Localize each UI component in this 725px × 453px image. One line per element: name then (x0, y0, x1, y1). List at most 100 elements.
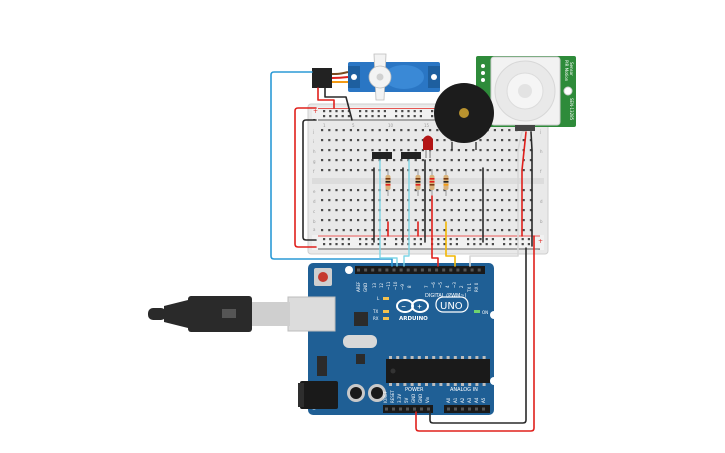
breadboard-hole (335, 189, 338, 192)
breadboard-hole (321, 159, 324, 162)
breadboard-hole (393, 189, 396, 192)
dc-power-jack[interactable] (300, 381, 338, 409)
push-button[interactable] (401, 152, 421, 159)
header-pin (378, 268, 382, 272)
breadboard-hole (508, 169, 511, 172)
analog-header[interactable] (444, 405, 490, 413)
chip-leg (410, 383, 414, 386)
header-pin (392, 407, 395, 411)
usb-b-port[interactable] (287, 296, 336, 332)
digital-header[interactable] (355, 266, 485, 274)
breadboard-hole (450, 219, 453, 222)
breadboard-hole (371, 129, 374, 132)
breadboard-hole (501, 129, 504, 132)
usb-cable[interactable] (148, 296, 336, 332)
red-led[interactable] (423, 135, 433, 159)
wire-servo-signal[interactable] (270, 71, 393, 267)
breadboard-hole (443, 229, 446, 232)
breadboard-hole (400, 159, 403, 162)
breadboard-hole (414, 219, 417, 222)
breadboard-hole (378, 129, 381, 132)
wire-pir-power[interactable] (521, 131, 527, 237)
arduino-uno-board[interactable]: AREF GND 13 12 ~11 ~10 ~9 8 7 ~6 ~5 4 ~3… (298, 263, 498, 415)
breadboard-hole (393, 169, 396, 172)
pin-label: 2 (459, 285, 464, 288)
breadboard-hole (429, 209, 432, 212)
chip-leg (453, 356, 457, 359)
dc-jack-front (298, 383, 304, 407)
breadboard-hole (493, 149, 496, 152)
breadboard-hole (385, 219, 388, 222)
breadboard-hole (508, 129, 511, 132)
rail-hole (473, 243, 476, 246)
wire-buzzer-signal[interactable] (445, 221, 456, 267)
wire-rail-ground-left[interactable] (302, 119, 317, 241)
breadboard-hole (393, 219, 396, 222)
usb-plug-body (188, 296, 252, 332)
usb-strain-relief (164, 300, 188, 328)
breadboard-hole (522, 219, 525, 222)
reset-button-cap[interactable] (318, 272, 328, 282)
breadboard-hole (371, 159, 374, 162)
breadboard-hole (529, 159, 532, 162)
breadboard-hole (465, 209, 468, 212)
rail-hole (419, 115, 422, 118)
servo-connector[interactable] (312, 68, 332, 88)
rail-hole (437, 243, 440, 246)
breadboard-hole (529, 229, 532, 232)
breadboard-hole (457, 219, 460, 222)
piezo-buzzer[interactable] (434, 83, 494, 150)
chip-leg (432, 356, 436, 359)
breadboard-hole (393, 139, 396, 142)
chip-leg (425, 356, 428, 359)
breadboard-hole (479, 209, 482, 212)
pir-pin-hole (481, 71, 485, 75)
rail-hole (401, 110, 404, 113)
wire-rail-power-left[interactable] (294, 107, 317, 248)
resistor[interactable] (385, 169, 391, 196)
analog-pin-labels: A0 A1 A2 A3 A4 A5 (446, 397, 486, 403)
breadboard-hole (393, 159, 396, 162)
header-pin (482, 407, 485, 411)
resistor[interactable] (443, 169, 449, 196)
wire-arduino-5v[interactable] (415, 235, 535, 432)
breadboard-hole (486, 199, 489, 202)
breadboard-hole (342, 129, 345, 132)
rail-hole (413, 243, 416, 246)
wire-servo-power[interactable] (317, 87, 335, 109)
wire-pir-signal[interactable] (469, 131, 523, 267)
resistor[interactable] (415, 169, 421, 196)
rail-hole (395, 110, 398, 113)
push-button[interactable] (372, 152, 392, 159)
chip-leg (461, 383, 464, 386)
servo-motor[interactable] (312, 53, 440, 101)
breadboard-hole (522, 169, 525, 172)
wire-led-signal[interactable] (431, 195, 439, 267)
breadboard-hole (493, 189, 496, 192)
chip-leg (482, 356, 486, 359)
wire-pir-ground[interactable] (530, 131, 533, 247)
wire-button2-signal[interactable] (403, 159, 410, 267)
header-pin (420, 268, 424, 272)
pin-label: 3.3V (397, 394, 402, 403)
wire-button1-signal[interactable] (379, 159, 398, 267)
rail-hole (509, 243, 512, 246)
pin-label: ~6 (431, 282, 436, 288)
breadboard-hole (450, 169, 453, 172)
row-letter: h (313, 149, 316, 154)
breadboard-hole (472, 169, 475, 172)
pir-motion-sensor[interactable]: PIR Motion Sensor SEN-13285 (476, 56, 576, 131)
chip-leg (468, 383, 472, 386)
rail-hole (503, 238, 506, 241)
chip-leg (439, 356, 443, 359)
breadboard-hole (457, 169, 460, 172)
breadboard-hole (371, 199, 374, 202)
buzzer-center (459, 108, 469, 118)
breadboard-hole (529, 199, 532, 202)
breadboard-hole (515, 169, 518, 172)
wire-servo-ground[interactable] (324, 87, 353, 121)
resistor[interactable] (429, 169, 435, 196)
breadboard-hole (508, 209, 511, 212)
wire-arduino-ground[interactable] (429, 247, 527, 424)
